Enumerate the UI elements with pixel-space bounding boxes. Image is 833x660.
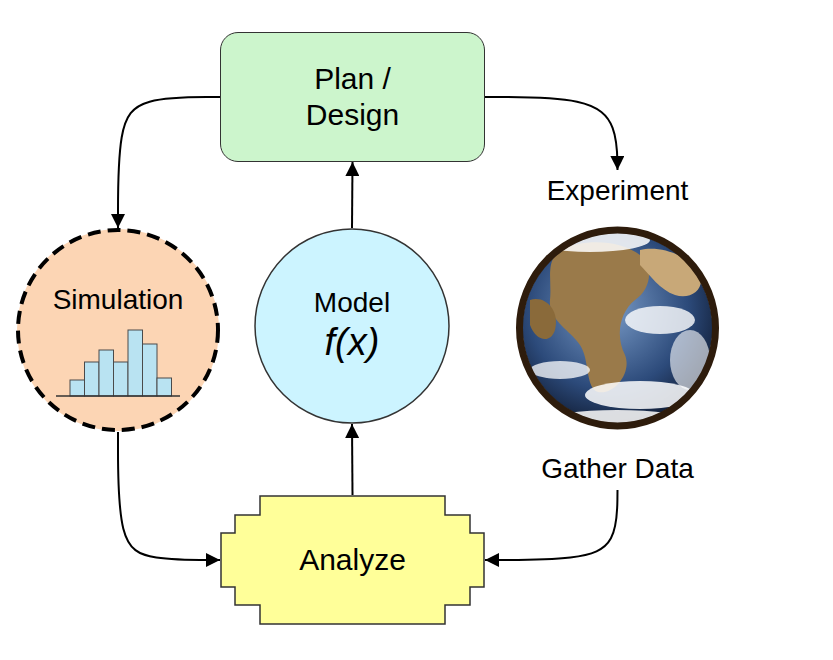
earth-cloud <box>625 306 695 334</box>
flow-arrow <box>351 424 354 495</box>
node-label: Model <box>314 286 390 320</box>
earth-land <box>640 249 701 297</box>
node-label: f(x) <box>325 320 380 366</box>
node-label: Gather Data <box>541 452 694 486</box>
node-outline <box>16 228 220 432</box>
model-circle-shape <box>255 229 449 423</box>
histogram-bar <box>143 344 158 396</box>
simulation-fill <box>17 229 219 431</box>
histogram-bar <box>128 330 143 396</box>
flow-arrow <box>351 162 354 228</box>
flow-arrow <box>485 490 618 560</box>
earth-disc <box>523 233 713 423</box>
dashed-circle <box>18 230 218 430</box>
analyze-shape <box>221 496 484 624</box>
earth-cloud <box>530 361 590 379</box>
histogram-axis <box>56 395 180 397</box>
node-label: Analyze <box>299 542 406 578</box>
analyze-box: Analyze <box>220 495 485 625</box>
earth-land <box>530 299 556 339</box>
node-label: Simulation <box>53 283 184 317</box>
simulation-circle: Simulation <box>16 228 220 432</box>
model-circle: Modelf(x) <box>254 228 450 424</box>
histogram-bar <box>157 378 172 396</box>
histogram-bar <box>85 362 100 396</box>
process-box: Plan / Design <box>220 32 485 162</box>
node-label: Experiment <box>547 174 689 208</box>
histogram-icon <box>56 330 180 396</box>
earth-ring <box>520 230 716 426</box>
node-outline <box>510 170 725 490</box>
histogram-bar <box>114 362 129 396</box>
node-label: Plan / Design <box>278 61 428 133</box>
histogram-bar <box>70 380 85 396</box>
flow-arrow <box>118 432 220 560</box>
flow-arrow <box>485 97 618 170</box>
histogram-bar <box>99 350 114 396</box>
experiment-node: ExperimentGather Data <box>510 170 725 490</box>
flow-arrow <box>118 97 220 228</box>
